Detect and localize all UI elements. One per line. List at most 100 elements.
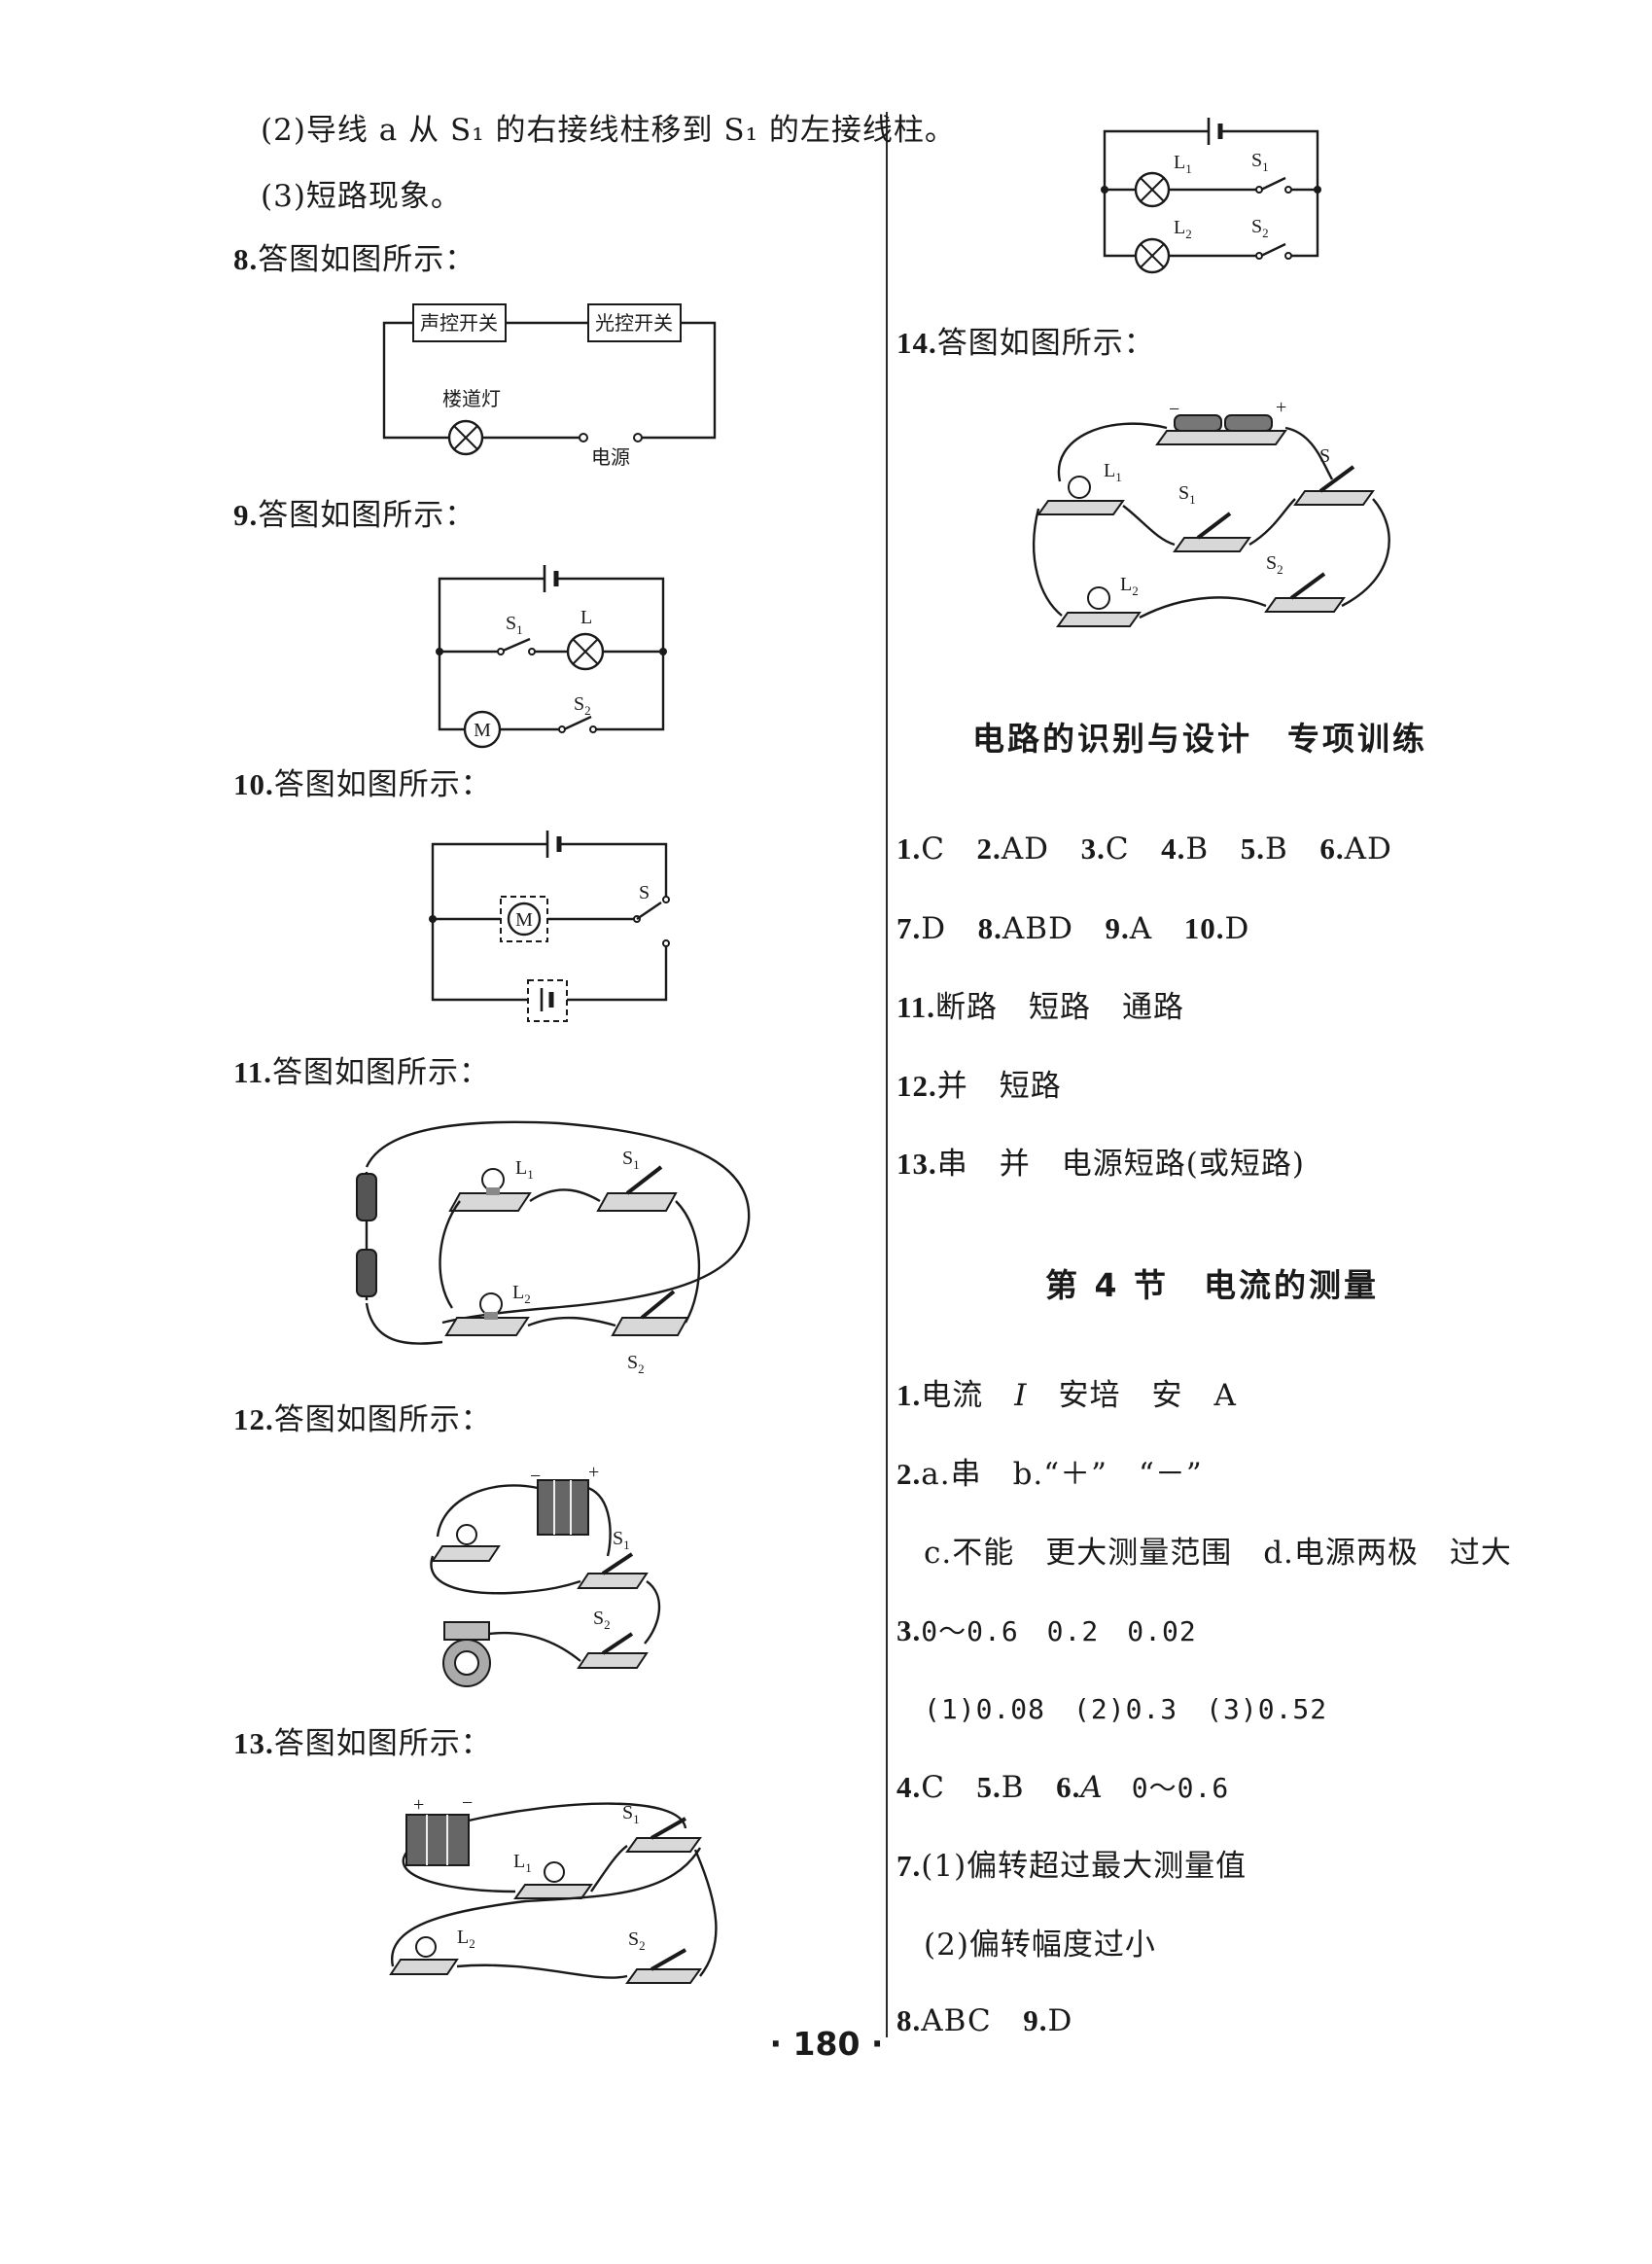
- battery-pack-icon: [537, 1479, 589, 1536]
- motor-icon: M: [507, 902, 542, 937]
- battery-icon: [545, 831, 562, 858]
- battery-icon-2: [540, 988, 554, 1011]
- q9-s2-label: S2: [574, 693, 591, 718]
- answer-12: 12.并 短路: [896, 1067, 1062, 1106]
- lamp-holder-icon: [431, 1524, 501, 1562]
- page-number: · 180 ·: [769, 2025, 884, 2063]
- answer-text: a.串 b.“＋” “－”: [921, 1457, 1203, 1492]
- q14-s1-label: S1: [1178, 482, 1196, 507]
- answer-line-2: (2)导线 a 从 S₁ 的右接线柱移到 S₁ 的左接线柱。: [261, 113, 956, 148]
- q12-plus-sign: +: [588, 1462, 599, 1483]
- answer-number: 5.: [976, 1770, 1002, 1804]
- q11-circuit-picture: L1 S1 L2 S2: [356, 1120, 751, 1376]
- lamp-l1-holder-icon: [1037, 476, 1125, 515]
- q12-minus-sign: −: [530, 1466, 541, 1487]
- switch-s1-icon: [1173, 512, 1251, 552]
- answer-value: B: [1265, 831, 1288, 867]
- q14-heading: 14.答图如图所示：: [896, 324, 1155, 363]
- q10-number: 10.: [233, 767, 274, 801]
- answer-value: C: [1105, 831, 1130, 867]
- q13-text: 答图如图所示：: [273, 1726, 492, 1761]
- top-parallel-circuit-diagram: L1 S1 L2 S2: [1101, 118, 1321, 274]
- power-source-terminals-icon: [579, 433, 643, 442]
- q11-l1-label: L1: [515, 1157, 534, 1182]
- answer-value: D: [1047, 2003, 1073, 2038]
- s2-answer-7-cont: (2)偏转幅度过小: [924, 1928, 1156, 1963]
- q12-s2-label: S2: [593, 1608, 611, 1632]
- answer-value: A: [1129, 911, 1153, 946]
- lamp-holder-icon-2: [389, 1936, 459, 1975]
- q14-s-label: S: [1319, 445, 1330, 467]
- answer-line-3: (3)短路现象。: [261, 179, 462, 214]
- q9-circuit-diagram: S1 L M S2: [436, 565, 667, 749]
- answer-number: 6.: [1319, 831, 1345, 866]
- q11-s1-label: S1: [622, 1148, 640, 1172]
- q10-motor-label: M: [515, 909, 533, 931]
- answer-value: AD: [1001, 831, 1050, 867]
- answer-number: 7.: [896, 1849, 922, 1883]
- answer-number: 2.: [976, 831, 1002, 866]
- switch-s2-icon: [625, 1948, 702, 1984]
- answer-value: D: [921, 911, 947, 946]
- q14-circuit-picture: − + L1 S S1 L2: [1032, 397, 1390, 627]
- section-title-current-measurement: 第 4 节 电流的测量: [1045, 1266, 1379, 1304]
- answer-text: (1)偏转超过最大测量值: [921, 1849, 1248, 1884]
- answer-number: 3.: [896, 1613, 922, 1647]
- q9-number: 9.: [233, 498, 259, 532]
- q14-minus-sign: −: [1169, 399, 1179, 420]
- s2-answer-3-cont: (1)0.08 (2)0.3 (3)0.52: [924, 1693, 1328, 1725]
- answer-number: 8.: [896, 2003, 922, 2037]
- q13-number: 13.: [233, 1726, 274, 1760]
- answer-value: ABD: [1002, 911, 1073, 946]
- q12-heading: 12.答图如图所示：: [233, 1400, 492, 1439]
- q13-s1-label: S1: [622, 1802, 640, 1826]
- q9-motor-label: M: [474, 720, 491, 741]
- top-s1-label: S1: [1251, 150, 1269, 174]
- answer-13: 13.串 并 电源短路(或短路): [896, 1145, 1305, 1184]
- answer-text: 并 短路: [936, 1069, 1062, 1104]
- q14-plus-sign: +: [1276, 397, 1286, 418]
- lamp-holder-icon-2: [444, 1292, 530, 1336]
- top-l1-label: L1: [1174, 152, 1192, 176]
- answer-text: 串 并 电源短路(或短路): [936, 1147, 1305, 1182]
- s2-answer-3: 3.0～0.6 0.2 0.02: [896, 1611, 1197, 1651]
- answer-value: B: [1001, 1770, 1025, 1805]
- bell-icon: [442, 1621, 491, 1687]
- q12-text: 答图如图所示：: [273, 1402, 492, 1437]
- top-s2-label: S2: [1251, 216, 1269, 240]
- answer-value: C: [921, 1770, 945, 1805]
- answer-number: 8.: [977, 911, 1002, 945]
- answer-number: 6.: [1056, 1770, 1081, 1804]
- power-source-label: 电源: [591, 446, 630, 469]
- q13-s2-label: S2: [628, 1928, 646, 1953]
- q10-circuit-diagram: M S: [429, 831, 670, 1022]
- answer-number: 12.: [896, 1069, 937, 1103]
- light-switch-label: 光控开关: [595, 312, 673, 335]
- answer-value: C: [921, 831, 945, 867]
- q13-heading: 13.答图如图所示：: [233, 1724, 492, 1763]
- answer-text: 电流: [921, 1378, 1015, 1413]
- battery-icon: [543, 565, 559, 592]
- q12-number: 12.: [233, 1402, 274, 1436]
- answer-number: 4.: [896, 1770, 922, 1804]
- q10-text: 答图如图所示：: [273, 767, 492, 802]
- q10-heading: 10.答图如图所示：: [233, 765, 492, 804]
- s2-answer-7: 7.(1)偏转超过最大测量值: [896, 1847, 1247, 1886]
- answer-number: 9.: [1105, 911, 1130, 945]
- s2-answer-2-cont: c.不能 更大测量范围 d.电源两极 过大: [924, 1536, 1512, 1571]
- switch-s2-icon: [577, 1632, 649, 1669]
- stairway-lamp-label: 楼道灯: [442, 388, 501, 410]
- current-symbol: I: [1014, 1378, 1028, 1413]
- answers-row-1: 1.C 2.AD 3.C 4.B 5.B 6.AD: [896, 830, 1392, 868]
- s2-answer-1: 1.电流 I 安培 安 A: [896, 1376, 1237, 1415]
- s2-answer-2: 2.a.串 b.“＋” “－”: [896, 1455, 1203, 1494]
- q8-text: 答图如图所示：: [258, 242, 476, 277]
- switch-s1-icon: [596, 1165, 678, 1212]
- answer-value: AD: [1344, 831, 1392, 867]
- answer-number: 3.: [1080, 831, 1106, 866]
- q13-circuit-picture: + − S1 L1 L2 S2: [389, 1792, 718, 1984]
- q12-s1-label: S1: [613, 1528, 630, 1552]
- q9-heading: 9.答图如图所示：: [233, 496, 475, 535]
- lamp-l1-icon: [1134, 171, 1171, 208]
- battery-box-icon: [1155, 414, 1287, 445]
